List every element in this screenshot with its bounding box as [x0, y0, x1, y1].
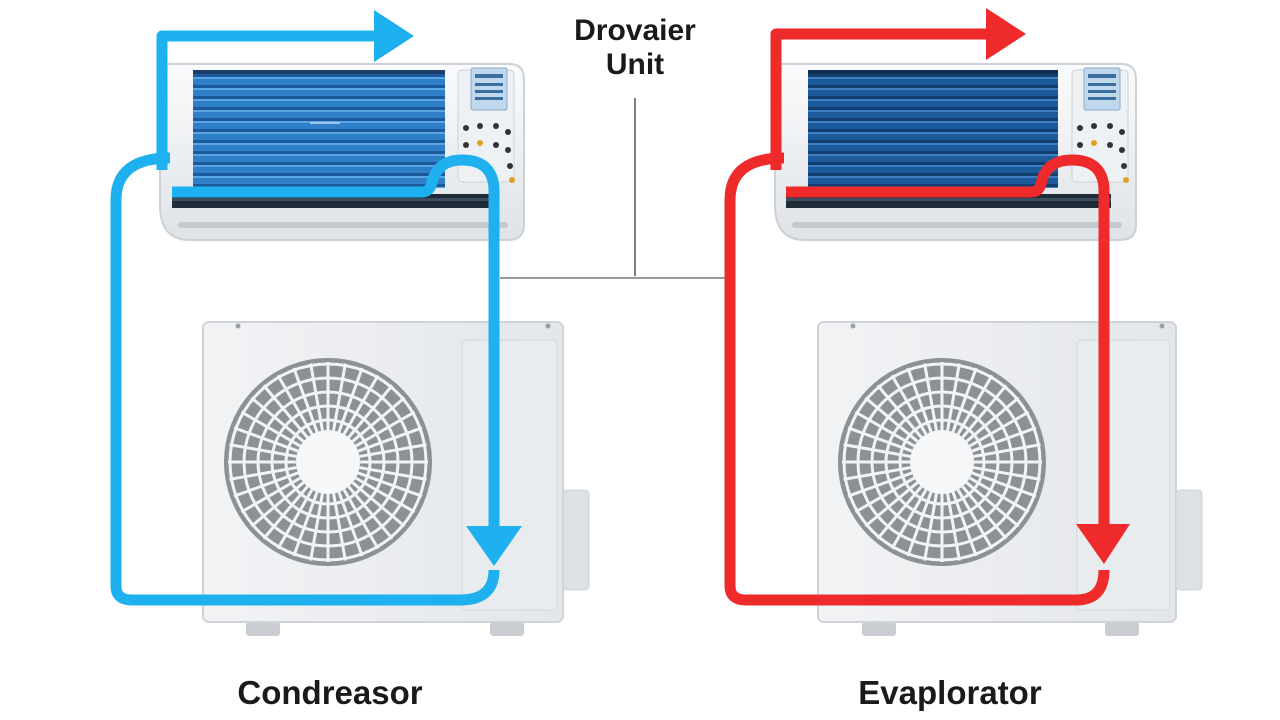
- fan-grille-spoke: [971, 471, 1037, 498]
- arrow-down-icon: [466, 526, 522, 566]
- fan-grille-spoke: [342, 488, 380, 550]
- fan-grille-spoke: [968, 476, 1030, 514]
- fan-grille-spoke: [337, 367, 364, 433]
- fan-grille-spoke: [906, 491, 933, 557]
- fan-grille-spoke: [359, 443, 427, 458]
- fan-grille-spoke: [923, 493, 938, 561]
- fan-grille-spoke: [233, 471, 299, 498]
- fan-grille-spoke: [233, 426, 299, 453]
- fan-grille-spoke: [973, 443, 1041, 458]
- fan-grille-spoke: [961, 485, 1008, 540]
- fan-grille-spoke: [354, 410, 416, 448]
- evaporator-caption: Evaplorator: [858, 674, 1042, 711]
- fan-grille-spoke: [342, 374, 380, 436]
- fan-grille-spoke: [965, 481, 1020, 528]
- fan-grille-spoke: [971, 426, 1037, 453]
- fan-grille-spoke: [351, 396, 406, 443]
- fan-grille-spoke: [354, 476, 416, 514]
- fan-grille-spoke: [240, 476, 302, 514]
- fan-grille-spoke: [951, 367, 978, 433]
- fan-grille-spoke: [847, 426, 913, 453]
- fan-grille-spoke: [347, 485, 394, 540]
- fan-grille-spoke: [890, 488, 928, 550]
- fan-grille-spoke: [843, 443, 911, 458]
- fan-grille-spoke: [965, 396, 1020, 443]
- fan-grille-spoke: [347, 384, 394, 439]
- fan-grille-spoke: [309, 493, 324, 561]
- fan-grille-spoke: [854, 476, 916, 514]
- fan-grille-spoke: [890, 374, 928, 436]
- fan-grille-spoke: [946, 363, 961, 431]
- fan-grille-spoke: [250, 481, 305, 528]
- refrigerant-flow-cool: [110, 10, 522, 606]
- fan-grille-icon: [224, 358, 432, 566]
- fan-grille-spoke: [359, 466, 427, 481]
- condenser-caption: Condreasor: [237, 674, 423, 711]
- fan-grille-spoke: [292, 367, 319, 433]
- fan-grille-spoke: [262, 485, 309, 540]
- fan-grille-spoke: [961, 384, 1008, 439]
- control-panel-right: [1071, 67, 1129, 183]
- unit-label-line2: Unit: [605, 48, 665, 81]
- fan-grille-spoke: [876, 384, 923, 439]
- outdoor-unit-left: [202, 321, 590, 636]
- fan-grille-spoke: [309, 363, 324, 431]
- fan-grille-spoke: [951, 491, 978, 557]
- indoor-unit-left: [159, 63, 525, 241]
- fan-grille-icon: [838, 358, 1046, 566]
- fan-grille-spoke: [923, 363, 938, 431]
- outdoor-unit-right: [817, 321, 1203, 636]
- fan-grille-spoke: [968, 410, 1030, 448]
- unit-label: Drovaier Unit: [560, 14, 710, 82]
- fan-grille-spoke: [956, 488, 994, 550]
- arrow-down-icon: [1076, 524, 1130, 564]
- fan-grille-spoke: [240, 410, 302, 448]
- unit-label-line1: Drovaier: [574, 14, 696, 47]
- fan-grille-spoke: [864, 396, 919, 443]
- fan-grille-spoke: [946, 493, 961, 561]
- fan-grille-spoke: [250, 396, 305, 443]
- fan-grille-spoke: [843, 466, 911, 481]
- fan-grille-spoke: [337, 491, 364, 557]
- fan-grille-spoke: [956, 374, 994, 436]
- arrow-right-icon: [374, 10, 414, 62]
- fan-grille-spoke: [906, 367, 933, 433]
- fan-grille-spoke: [864, 481, 919, 528]
- control-panel-left: [457, 67, 515, 183]
- fan-grille-spoke: [854, 410, 916, 448]
- fan-grille-spoke: [332, 363, 347, 431]
- fan-grille-spoke: [276, 374, 314, 436]
- left-system: [110, 10, 590, 636]
- fan-grille-spoke: [276, 488, 314, 550]
- fan-grille-spoke: [262, 384, 309, 439]
- arrow-right-icon: [986, 8, 1026, 60]
- fan-grille-spoke: [229, 466, 297, 481]
- fan-grille-spoke: [292, 491, 319, 557]
- fan-grille-spoke: [229, 443, 297, 458]
- fan-grille-spoke: [332, 493, 347, 561]
- indoor-unit-right: [774, 63, 1137, 241]
- fan-grille-spoke: [973, 466, 1041, 481]
- fan-grille-spoke: [876, 485, 923, 540]
- fan-grille-spoke: [847, 471, 913, 498]
- right-system: [724, 8, 1203, 636]
- fan-grille-spoke: [357, 471, 423, 498]
- fan-grille-spoke: [357, 426, 423, 453]
- connector-line: [500, 98, 735, 279]
- refrigerant-flow-hot: [724, 8, 1130, 606]
- fan-grille-spoke: [351, 481, 406, 528]
